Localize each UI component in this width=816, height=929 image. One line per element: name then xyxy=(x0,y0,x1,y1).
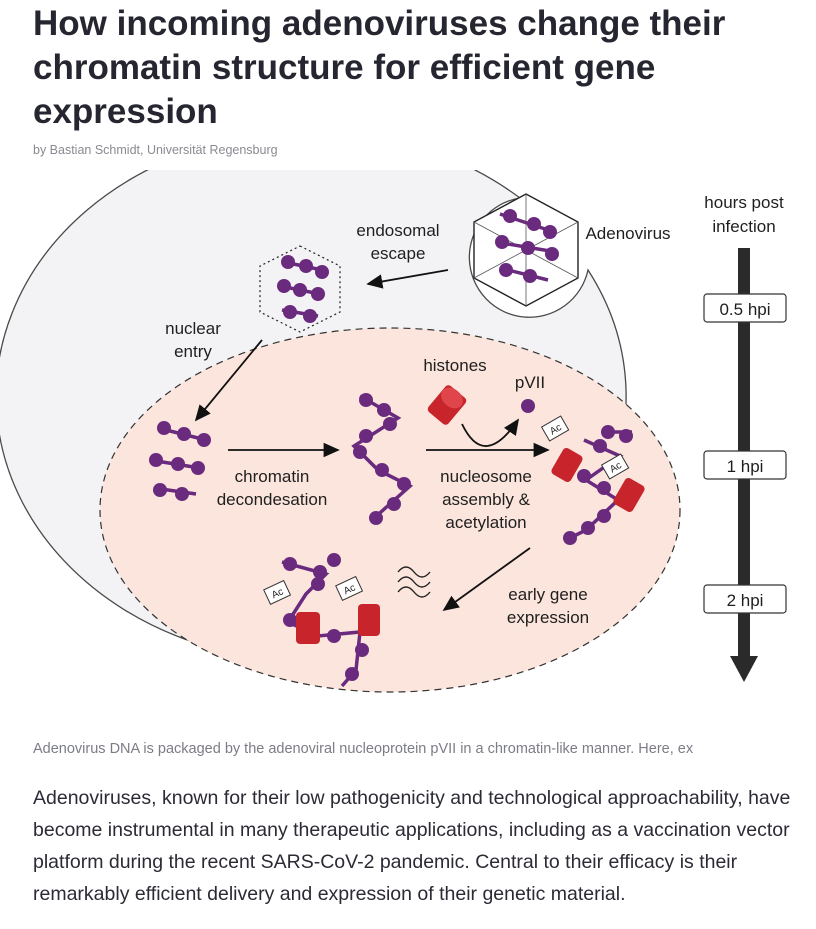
figure-illustration: Ac Ac Ac Ac endosomal escape Adenovirus … xyxy=(0,170,816,730)
article-byline: by Bastian Schmidt, Universität Regensbu… xyxy=(33,143,278,157)
arrow-escape xyxy=(366,269,449,289)
expressing-chromatin: Ac Ac xyxy=(263,553,431,688)
transcript-waves xyxy=(397,566,431,598)
label-nucleosome: nucleosome xyxy=(440,467,532,486)
label-chromatin: chromatin xyxy=(235,467,310,486)
arrow-expression xyxy=(442,547,531,612)
timeline-title-1: hours post xyxy=(704,193,784,212)
timeline-label-05: 0.5 hpi xyxy=(719,300,770,319)
label-endosomal: endosomal xyxy=(356,221,439,240)
adenovirus-diagram: Ac Ac Ac Ac endosomal escape Adenovirus … xyxy=(0,170,787,693)
label-expression: expression xyxy=(507,608,589,627)
ac-label-2: Ac xyxy=(608,460,624,475)
label-histones: histones xyxy=(423,356,486,375)
arrow-histone-curve xyxy=(461,418,520,447)
timeline-label-2: 2 hpi xyxy=(727,591,764,610)
label-pvii: pVII xyxy=(515,373,545,392)
ac-label-1: Ac xyxy=(548,422,564,437)
timeline-label-1: 1 hpi xyxy=(727,457,764,476)
label-adenovirus: Adenovirus xyxy=(585,224,670,243)
label-assembly: assembly & xyxy=(442,490,531,509)
timeline: hours post infection 0.5 hpi 1 hpi 2 hpi xyxy=(703,193,787,682)
nucleus xyxy=(99,327,681,693)
timeline-title-2: infection xyxy=(712,217,775,236)
condensed-dna xyxy=(149,421,211,501)
label-acetylation: acetylation xyxy=(445,513,526,532)
escaped-capsid xyxy=(259,245,341,333)
histone-cylinder xyxy=(427,385,467,425)
figure-caption: Adenovirus DNA is packaged by the adenov… xyxy=(33,741,694,757)
adenovirus-capsid xyxy=(473,193,579,307)
label-escape: escape xyxy=(371,244,426,263)
label-decondesation: decondesation xyxy=(217,490,328,509)
ac-label-3: Ac xyxy=(270,586,285,601)
label-entry: entry xyxy=(174,342,212,361)
decondensed-dna xyxy=(351,393,414,525)
timeline-mark-05: 0.5 hpi xyxy=(703,293,787,323)
arrow-entry xyxy=(194,339,263,422)
pvii-protein xyxy=(521,399,535,413)
label-nuclear: nuclear xyxy=(165,319,221,338)
article-body: Adenoviruses, known for their low pathog… xyxy=(33,787,791,905)
label-early-gene: early gene xyxy=(508,585,587,604)
timeline-mark-1: 1 hpi xyxy=(703,450,787,480)
acetylated-chromatin: Ac Ac xyxy=(540,415,645,545)
ac-label-4: Ac xyxy=(342,582,357,597)
article-title: How incoming adenoviruses change their c… xyxy=(33,4,726,131)
timeline-mark-2: 2 hpi xyxy=(703,584,787,614)
